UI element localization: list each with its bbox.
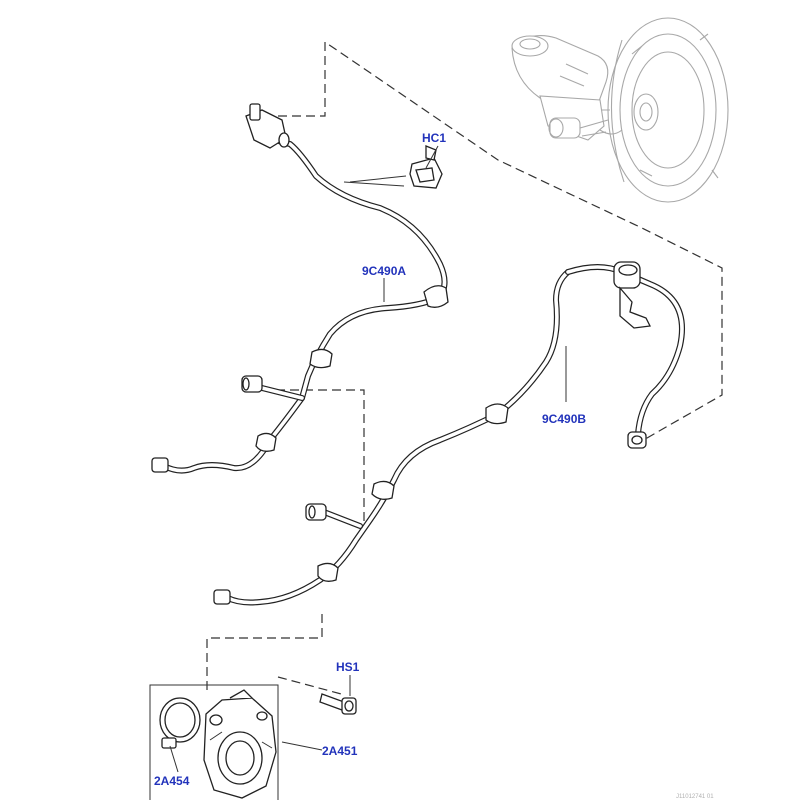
brake-booster-assembly: [511, 17, 729, 203]
vacuum-pump-2a451: [203, 689, 277, 799]
label-hc1: HC1: [422, 131, 446, 145]
leader-lines: [169, 145, 567, 773]
bolt-hs1: [319, 693, 357, 715]
vacuum-hose-9c490b: [213, 261, 685, 606]
hose-clip-hc1: [409, 145, 443, 189]
label-2a454: 2A454: [154, 774, 190, 788]
label-hs1: HS1: [336, 660, 360, 674]
label-2a451: 2A451: [322, 744, 358, 758]
hose-a-top-connector: [245, 103, 290, 149]
label-9c490a: 9C490A: [362, 264, 406, 278]
vacuum-pump-group: [149, 684, 357, 800]
vacuum-hose-9c490a: [151, 103, 449, 474]
sealing-ring-2a454: [159, 697, 201, 749]
callout-labels: HC1 9C490A 9C490B HS1 2A451 2A454 J11012…: [154, 131, 714, 800]
hose-b-check-valve: [613, 261, 651, 329]
label-9c490b: 9C490B: [542, 412, 586, 426]
illustration-reference: J11012741 01: [676, 794, 714, 800]
